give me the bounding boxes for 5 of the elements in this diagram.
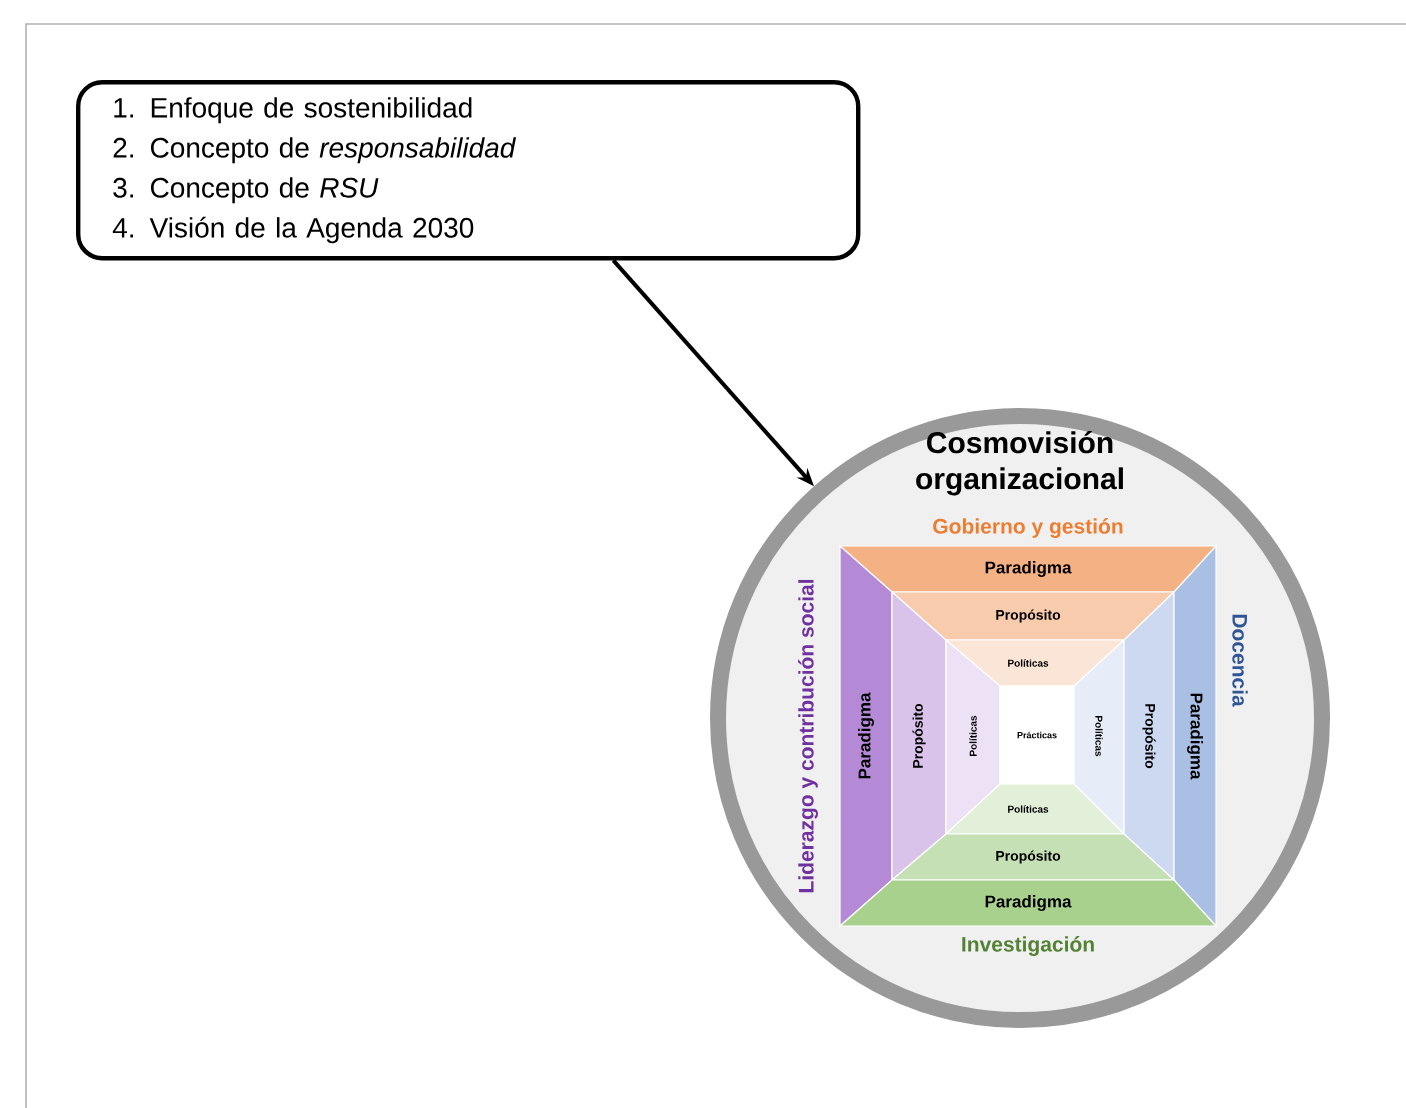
section-heading: Investigación xyxy=(962,936,1094,956)
section-heading: Gobierno y gestión xyxy=(933,518,1123,538)
callout-box: 1. Enfoque de sostenibilidad 2. Concepto de responsabilidad 3. Concepto de RSU 4. Visión de la Agenda 2030 xyxy=(76,80,861,261)
section-heading: Docencia xyxy=(1232,614,1248,707)
section-heading: Liderazgo y contribución social xyxy=(798,579,818,893)
